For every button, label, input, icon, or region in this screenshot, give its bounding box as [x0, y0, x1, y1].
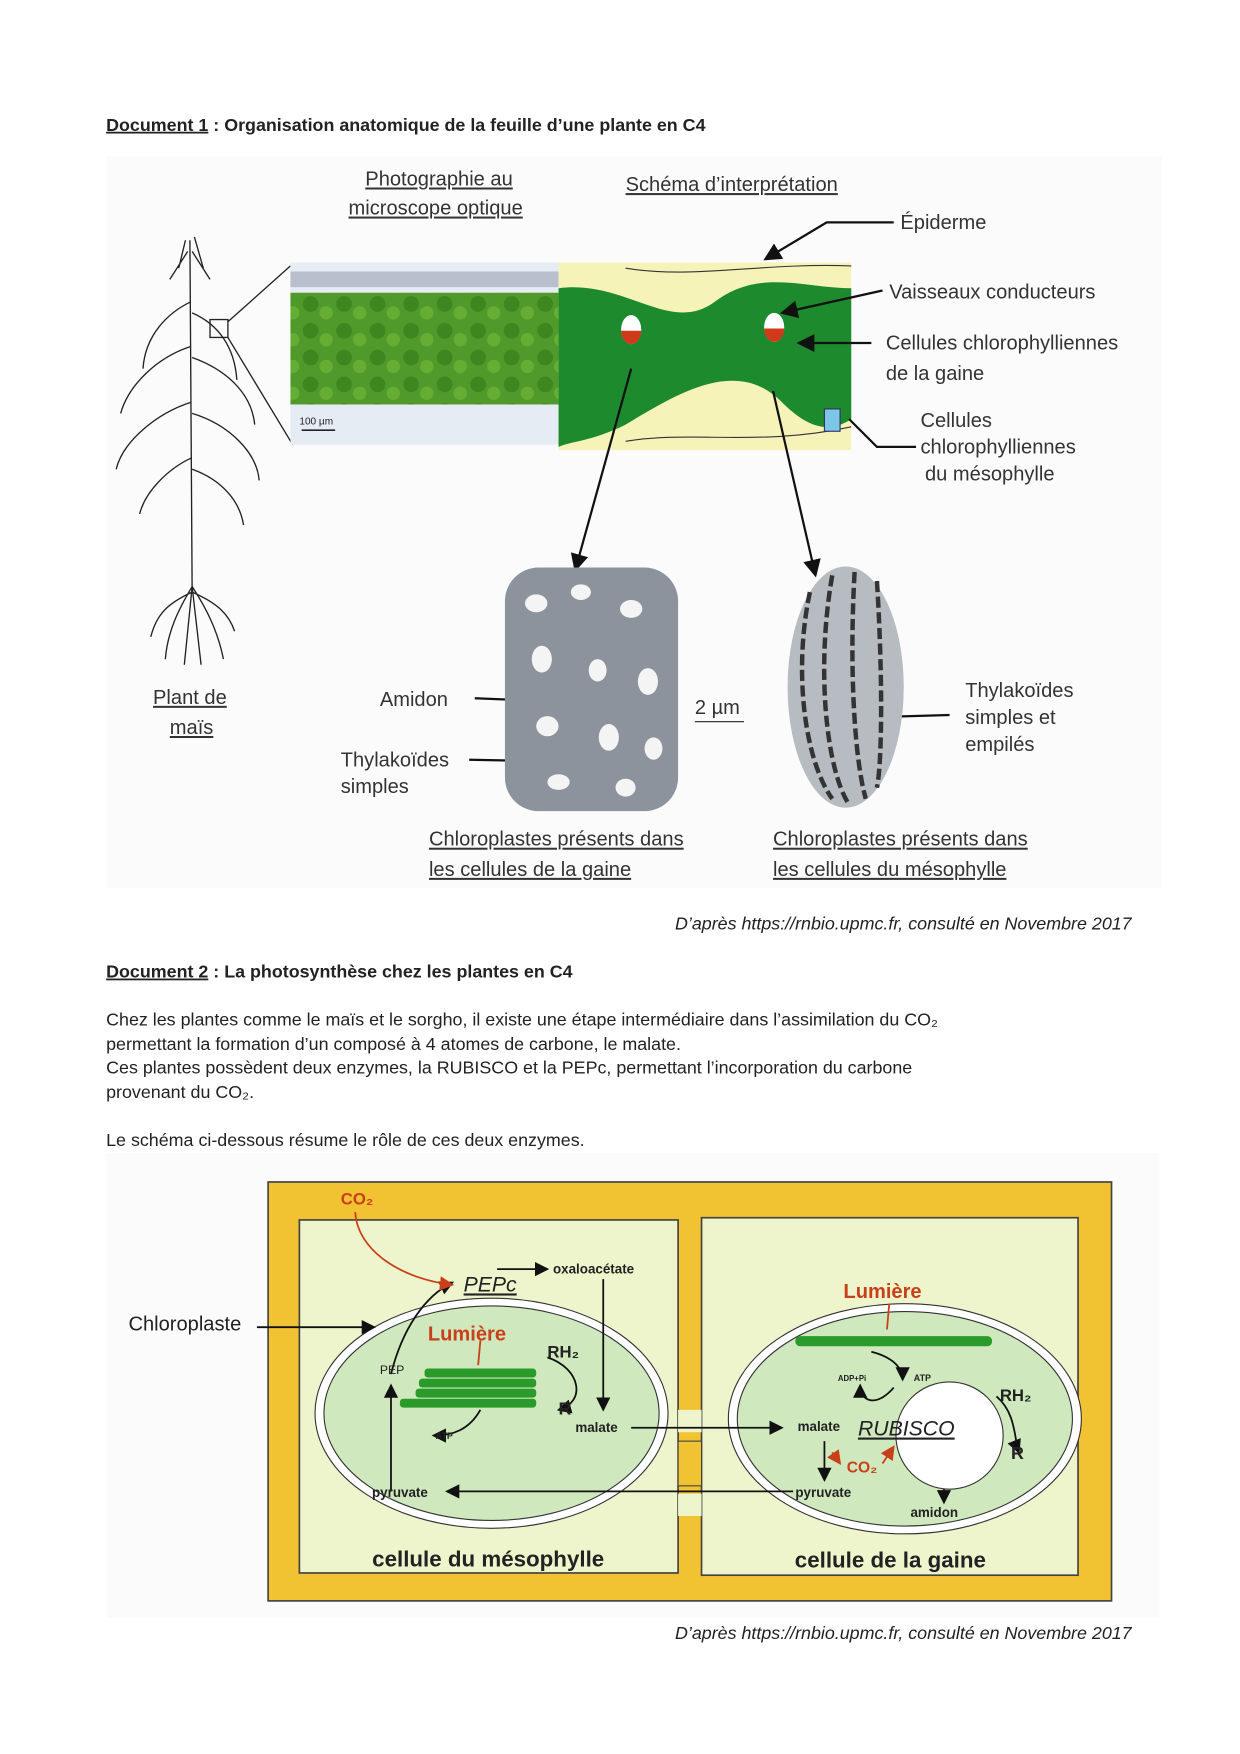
svg-text:chlorophylliennes: chlorophylliennes [921, 437, 1076, 459]
svg-text:Photographie au: Photographie au [365, 169, 512, 191]
svg-text:100 µm: 100 µm [299, 417, 333, 428]
interpretation-schema [558, 262, 852, 451]
figure1-labels: Photographie au microscope optique Schém… [153, 169, 1118, 881]
svg-text:R: R [559, 1398, 572, 1418]
doc2-heading: Document 2 : La photosynthèse chez les p… [106, 962, 573, 982]
svg-text:PEP: PEP [380, 1363, 405, 1377]
svg-text:maïs: maïs [170, 717, 214, 739]
svg-text:microscope optique: microscope optique [349, 198, 523, 220]
svg-text:RUBISCO: RUBISCO [858, 1418, 955, 1441]
svg-text:Cellules: Cellules [921, 410, 992, 432]
svg-text:amidon: amidon [910, 1505, 958, 1520]
svg-text:malate: malate [798, 1419, 840, 1434]
svg-text:ATP: ATP [914, 1373, 931, 1383]
svg-text:les cellules de la gaine: les cellules de la gaine [429, 859, 631, 881]
svg-text:Le schéma ci-dessous résume le: Le schéma ci-dessous résume le rôle de c… [106, 1130, 584, 1150]
svg-text:oxaloacétate: oxaloacétate [553, 1262, 634, 1277]
svg-text:cellule du mésophylle: cellule du mésophylle [372, 1546, 604, 1571]
svg-text:malate: malate [575, 1420, 617, 1435]
figure-c4-diagram: CO₂ PEPc oxaloacétate Chloroplaste Lumiè… [106, 1152, 1160, 1618]
svg-text:RH₂: RH₂ [547, 1342, 579, 1361]
svg-text:simples et: simples et [965, 707, 1056, 729]
doc1-heading: Document 1 : Organisation anatomique de … [106, 115, 705, 135]
svg-text:Chloroplastes présents dans: Chloroplastes présents dans [429, 829, 684, 851]
chloroplast-left [323, 1305, 660, 1522]
svg-text:Lumière: Lumière [843, 1281, 921, 1303]
svg-text:Thylakoïdes: Thylakoïdes [341, 749, 449, 771]
svg-text:2 µm: 2 µm [695, 697, 740, 719]
svg-text:CO₂: CO₂ [341, 1189, 374, 1208]
svg-text:simples: simples [341, 776, 409, 798]
svg-text:Ces plantes possèdent deux enz: Ces plantes possèdent deux enzymes, la R… [106, 1058, 912, 1078]
svg-text:Chez les plantes comme le maïs: Chez les plantes comme le maïs et le sor… [106, 1010, 938, 1030]
svg-text:Lumière: Lumière [428, 1324, 506, 1346]
svg-text:Thylakoïdes: Thylakoïdes [965, 680, 1073, 702]
doc1-credit: D’après https://rnbio.upmc.fr, consulté … [675, 914, 1133, 934]
svg-text:Cellules chlorophylliennes: Cellules chlorophylliennes [886, 333, 1118, 355]
svg-text:pyruvate: pyruvate [795, 1485, 851, 1500]
microscope-photo: 100 µm [290, 262, 559, 445]
svg-text:ATP: ATP [436, 1431, 453, 1441]
svg-text:ADP+Pi: ADP+Pi [838, 1374, 866, 1383]
diagram-labels: CO₂ PEPc oxaloacétate Chloroplaste Lumiè… [128, 1189, 1031, 1572]
svg-text:Plant de: Plant de [153, 687, 227, 709]
svg-text:permettant la formation d’un c: permettant la formation d’un composé à 4… [106, 1034, 681, 1054]
svg-text:provenant du CO₂.: provenant du CO₂. [106, 1082, 254, 1102]
svg-text:R: R [1011, 1443, 1024, 1463]
svg-text:Amidon: Amidon [380, 689, 448, 711]
svg-text:RH₂: RH₂ [1000, 1386, 1032, 1405]
maize-plant-drawing [115, 236, 294, 665]
svg-text:du mésophylle: du mésophylle [925, 463, 1055, 485]
svg-text:empilés: empilés [965, 734, 1034, 756]
svg-text:Vaisseaux conducteurs: Vaisseaux conducteurs [889, 281, 1095, 303]
em-chloroplast-mesophyll [787, 566, 904, 808]
doc2-paragraph: Chez les plantes comme le maïs et le sor… [106, 1010, 938, 1151]
svg-text:cellule de la gaine: cellule de la gaine [795, 1547, 986, 1572]
svg-text:PEPc: PEPc [464, 1273, 517, 1296]
figure-leaf-anatomy: 100 µm [106, 156, 1162, 889]
svg-text:Chloroplastes présents dans: Chloroplastes présents dans [773, 829, 1028, 851]
svg-text:pyruvate: pyruvate [372, 1485, 428, 1500]
svg-text:les cellules du mésophylle: les cellules du mésophylle [773, 859, 1006, 881]
thylakoids [399, 1336, 992, 1408]
em-chloroplast-gaine [504, 567, 679, 812]
doc2-credit: D’après https://rnbio.upmc.fr, consulté … [675, 1623, 1133, 1643]
svg-text:CO₂: CO₂ [847, 1459, 877, 1476]
svg-text:Chloroplaste: Chloroplaste [128, 1314, 241, 1336]
svg-text:Épiderme: Épiderme [900, 211, 986, 234]
pathway-arrows [256, 1261, 1021, 1505]
svg-text:Schéma d’interprétation: Schéma d’interprétation [626, 174, 838, 196]
svg-text:de la gaine: de la gaine [886, 363, 984, 385]
